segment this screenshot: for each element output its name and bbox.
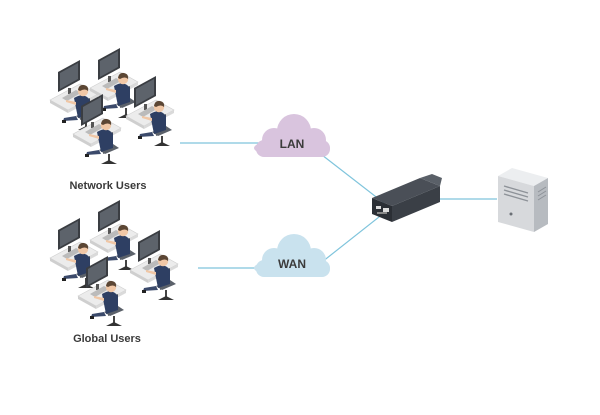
global-users-cluster: Global Users <box>49 199 179 345</box>
lan-label: LAN <box>280 137 305 151</box>
network-cloud-icon <box>254 114 330 157</box>
lan-cloud: LAN <box>254 114 330 157</box>
network-cloud-icon <box>254 234 330 277</box>
network-users-cluster: Network Users <box>49 47 175 192</box>
server-tower-icon <box>498 168 548 232</box>
kvm-extender-icon <box>372 174 442 222</box>
office-workers-icon <box>49 47 175 165</box>
link-wan-to-device <box>321 212 385 263</box>
global-users-label: Global Users <box>73 333 141 345</box>
network-links <box>180 142 497 269</box>
wan-label: WAN <box>278 257 306 271</box>
link-lan-to-device <box>321 154 385 204</box>
wan-cloud: WAN <box>254 234 330 277</box>
office-workers-icon <box>49 199 179 327</box>
network-users-label: Network Users <box>69 180 146 192</box>
